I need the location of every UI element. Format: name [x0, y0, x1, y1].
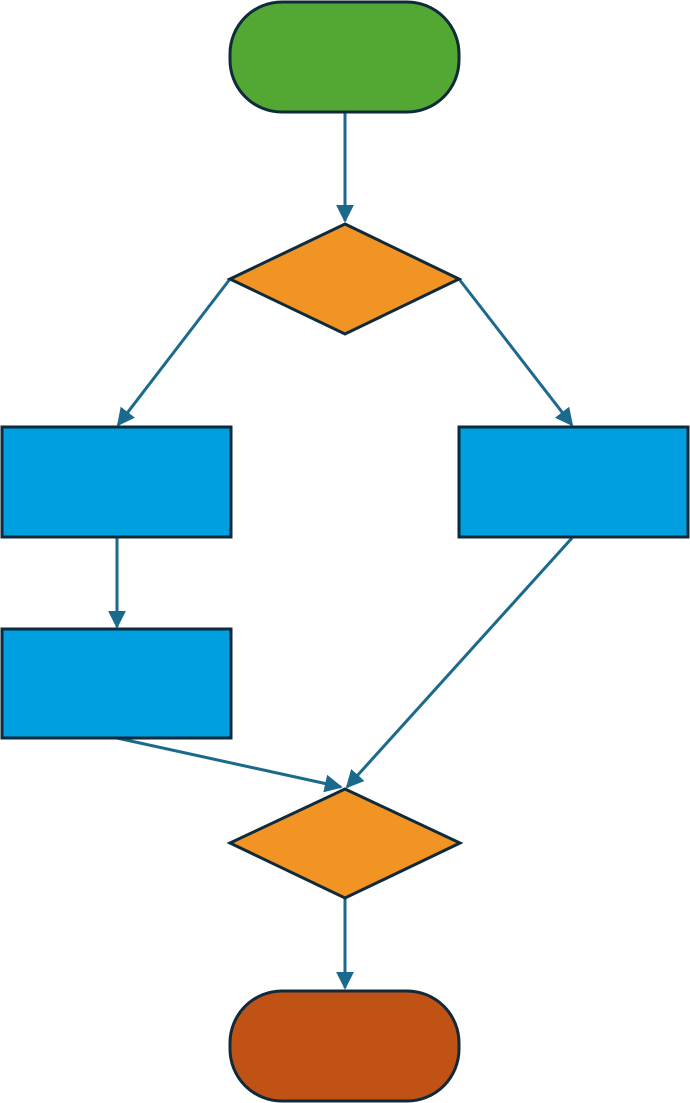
edge-decision-1-to-process-left-1 [116, 278, 232, 427]
edge-process-right-to-decision-2 [345, 536, 574, 789]
end-node[interactable] [228, 989, 461, 1103]
edge-process-left-2-to-decision-2 [116, 736, 343, 793]
decision-2-diamond-shape [226, 787, 464, 900]
start-node[interactable] [228, 0, 461, 114]
connectors [108, 112, 574, 990]
decision-node-1[interactable] [226, 222, 463, 336]
decision-1-diamond-shape [226, 222, 463, 336]
edge-decision-1-to-process-right [457, 278, 574, 427]
process-node-left-2[interactable] [0, 627, 233, 740]
process-left-1-rect-shape [0, 425, 233, 539]
decision-node-2[interactable] [226, 787, 464, 900]
start-terminator-shape [228, 0, 461, 114]
process-node-right[interactable] [457, 425, 690, 539]
process-right-rect-shape [457, 425, 690, 539]
process-node-left-1[interactable] [0, 425, 233, 539]
end-terminator-shape [228, 989, 461, 1103]
process-left-2-rect-shape [0, 627, 233, 740]
